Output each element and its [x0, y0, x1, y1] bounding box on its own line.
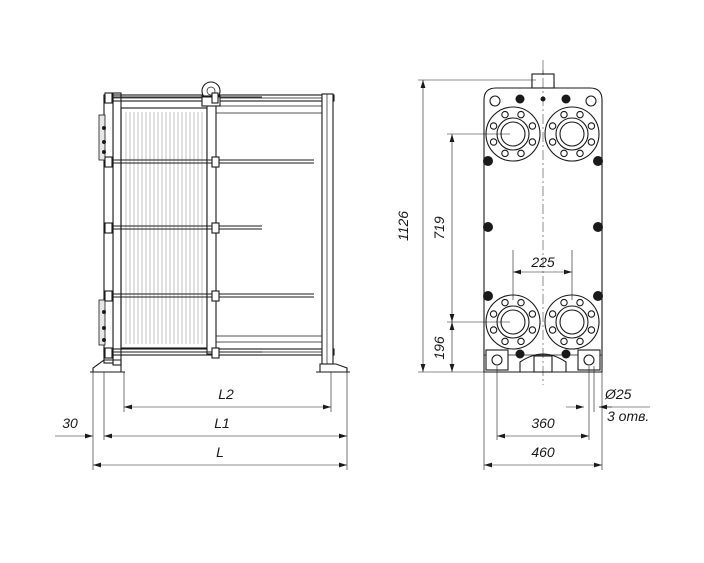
port-flanges — [485, 106, 600, 350]
plate-pack — [125, 112, 203, 344]
dim-label-bottom-height: 196 — [431, 336, 447, 360]
dim-label-l: L — [216, 444, 224, 460]
dim-label-hole-spacing: 360 — [531, 415, 555, 431]
mounting-hole-icon — [491, 354, 503, 366]
port-flange-icon — [544, 106, 600, 162]
dim-label-port-width: 225 — [530, 254, 555, 270]
dim-label-total-width: 460 — [531, 444, 555, 460]
port-flange-icon — [544, 294, 600, 350]
front-view: 1126 719 196 225 360 460 Ø25 3 отв. — [395, 60, 650, 470]
dim-label-offset: 30 — [62, 415, 78, 431]
dim-label-l2: L2 — [218, 386, 234, 402]
dim-label-total-height: 1126 — [395, 211, 411, 241]
tightening-bolts — [104, 92, 314, 359]
side-view: L2 L1 L 30 — [55, 81, 350, 470]
dim-label-l1: L1 — [214, 415, 230, 431]
dim-label-port-distance: 719 — [431, 216, 447, 240]
dim-label-hole-diameter: Ø25 — [604, 386, 632, 402]
mounting-hole-icon — [583, 354, 595, 366]
dim-label-hole-count: 3 отв. — [607, 408, 649, 424]
